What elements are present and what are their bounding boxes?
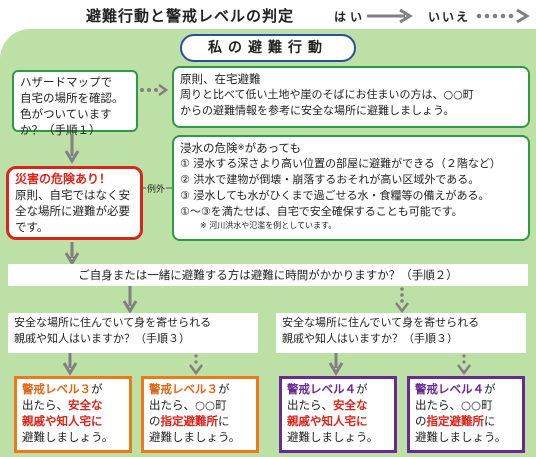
result-text: が xyxy=(218,382,230,396)
result-text: に xyxy=(218,414,230,428)
flood-item: ①～③を満たせば、自宅で安全確保することも可能です。 xyxy=(180,205,463,218)
step3-right-line: 安全な場所に住んでいて身を寄せられる xyxy=(282,316,480,329)
flood-title-rest: があっても xyxy=(244,141,301,155)
result-text: が xyxy=(484,382,496,396)
step1-line: ハザードマップで xyxy=(20,75,112,89)
flood-note: ※ 河川洪水や氾濫を例としています。 xyxy=(200,221,337,230)
step3-left-line: 親戚や知人はいますか？（手順３） xyxy=(14,332,190,345)
home-evac-line: からの避難情報を参考に安全な場所に避難しましょう。 xyxy=(180,104,455,117)
result-level: 警戒レベル４ xyxy=(287,382,356,396)
result-text: 避難しましょう。 xyxy=(22,430,114,444)
result-text: が xyxy=(91,382,103,396)
step3-left-box: 安全な場所に住んでいて身を寄せられる 親戚や知人はいますか？（手順３） xyxy=(8,313,258,353)
step2-bar: ご自身または一緒に避難する方は避難に時間がかかりますか？（手順２） xyxy=(8,264,528,286)
step1-box: ハザードマップで 自宅の場所を確認。 色がついていますか？（手順１） xyxy=(12,70,138,137)
danger-line: 原則、自宅ではなく安 xyxy=(15,188,130,202)
home-evac-line: 周りと比べて低い土地や崖のそばにお住まいの方は、○○町 xyxy=(180,88,474,101)
result-level: 警戒レベル４ xyxy=(415,382,484,396)
danger-title: 災害の危険あり！ xyxy=(15,172,112,186)
legend-no-label: いいえ xyxy=(428,10,471,24)
exception-label: 例外 xyxy=(146,182,167,195)
yes-arrow-icon xyxy=(64,242,80,266)
result-level: 警戒レベル３ xyxy=(149,382,218,396)
result-box-level3-relatives: 警戒レベル３が 出たら、安全な 親戚や知人宅に 避難しましょう。 xyxy=(14,376,132,453)
result-level: 警戒レベル３ xyxy=(22,382,91,396)
legend-yes-arrow-icon xyxy=(367,8,413,24)
step3-branch-arrows xyxy=(62,353,471,376)
result-box-level4-shelter: 警戒レベル４が 出たら、○○町 の指定避難所に 避難しましょう。 xyxy=(407,376,525,453)
result-text: が xyxy=(356,382,368,396)
result-text: 出たら、 xyxy=(149,398,195,412)
step2-branch-arrows xyxy=(122,286,409,314)
result-text: 避難しましょう。 xyxy=(149,430,241,444)
main-title-pill: 私の避難行動 xyxy=(180,34,356,62)
result-box-level3-shelter: 警戒レベル３が 出たら、○○町 の指定避難所に 避難しましょう。 xyxy=(141,376,259,453)
result-highlight: 指定避難所 xyxy=(160,414,219,428)
legend-no-arrow-icon xyxy=(476,8,530,24)
step3-left-line: 安全な場所に住んでいて身を寄せられる xyxy=(14,316,212,329)
result-text: 避難しましょう。 xyxy=(287,430,379,444)
home-evac-line: 原則、在宅避難 xyxy=(180,72,261,86)
result-highlight: 安全な xyxy=(333,398,368,412)
yes-arrow-icon xyxy=(64,134,80,164)
no-arrow-icon xyxy=(140,83,169,97)
result-text: 避難しましょう。 xyxy=(415,430,507,444)
result-text: ○○町 xyxy=(195,398,227,412)
flood-title: 浸水の危険※があっても xyxy=(180,140,522,156)
result-highlight: 指定避難所 xyxy=(426,414,485,428)
step1-line: 自宅の場所を確認。 xyxy=(20,91,124,105)
danger-line: 全な場所に避難が必要 xyxy=(15,204,130,218)
home-evacuation-box: 原則、在宅避難 周りと比べて低い土地や崖のそばにお住まいの方は、○○町 からの避… xyxy=(172,66,530,128)
danger-line: です。 xyxy=(15,220,49,234)
main-title: 私の避難行動 xyxy=(208,40,328,56)
flood-item: ② 洪水で建物が倒壊・崩落するおそれが高い区域外である。 xyxy=(180,173,480,186)
result-text: の xyxy=(149,414,161,428)
result-text: の xyxy=(415,414,427,428)
result-text: に xyxy=(484,414,496,428)
step3-right-line: 親戚や知人はいますか？（手順３） xyxy=(282,332,458,345)
step3-right-box: 安全な場所に住んでいて身を寄せられる 親戚や知人はいますか？（手順３） xyxy=(276,313,526,353)
flood-item: ① 浸水する深さより高い位置の部屋に避難ができる（２階など） xyxy=(180,157,501,170)
result-text: 出たら、 xyxy=(22,398,68,412)
result-highlight: 安全な xyxy=(68,398,103,412)
danger-box: 災害の危険あり！ 原則、自宅ではなく安 全な場所に避難が必要 です。 xyxy=(6,166,143,240)
page-title: 避難行動と警戒レベルの判定 xyxy=(86,7,295,25)
result-box-level4-relatives: 警戒レベル４が 出たら、安全な 親戚や知人宅に 避難しましょう。 xyxy=(279,376,397,453)
result-text: 出たら、 xyxy=(415,398,461,412)
flood-title-mark: ※ xyxy=(237,143,245,153)
flood-item: ③ 浸水しても水がひくまで過ごせる水・食糧等の備えがある。 xyxy=(180,189,490,202)
legend-yes-label: はい xyxy=(334,10,367,24)
result-highlight: 親戚や知人宅に xyxy=(287,414,368,428)
result-text: ○○町 xyxy=(461,398,493,412)
flood-exception-box: 浸水の危険※があっても ① 浸水する深さより高い位置の部屋に避難ができる（２階な… xyxy=(172,135,530,241)
step1-line: 色がついていますか？（手順１） xyxy=(20,107,112,137)
result-highlight: 親戚や知人宅に xyxy=(22,414,103,428)
flood-title-text: 浸水の危険 xyxy=(180,141,238,155)
result-text: 出たら、 xyxy=(287,398,333,412)
step2-text: ご自身または一緒に避難する方は避難に時間がかかりますか？（手順２） xyxy=(78,268,458,282)
